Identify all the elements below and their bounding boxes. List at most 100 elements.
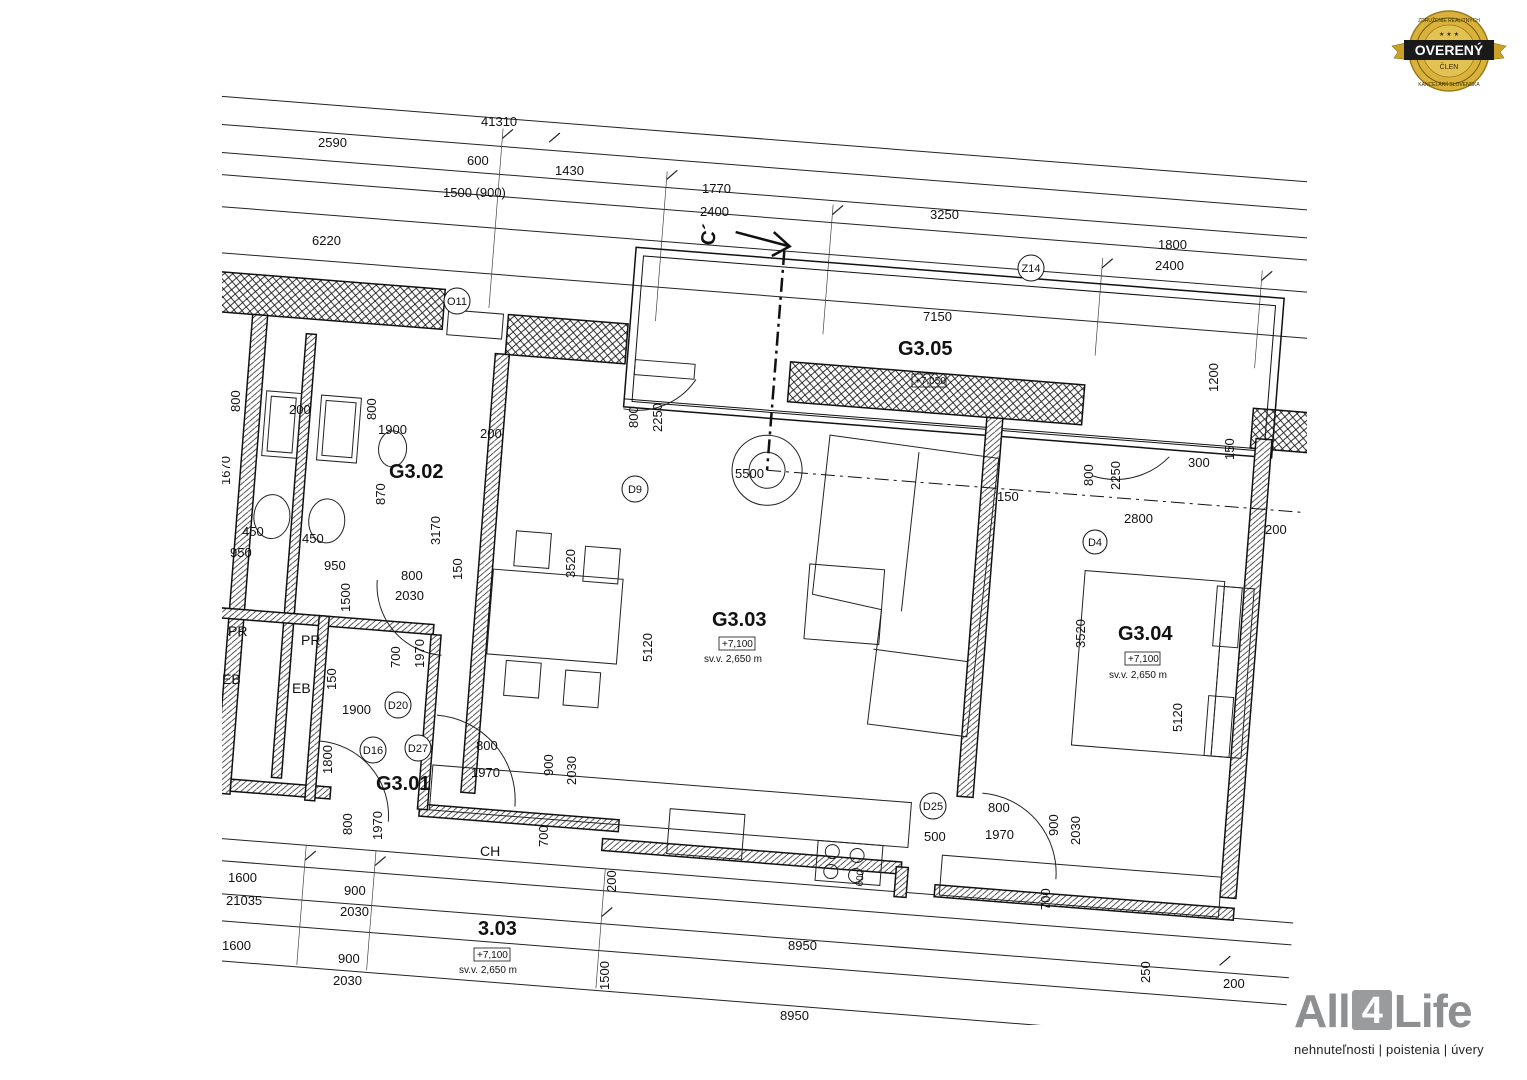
dim-2030c: 2030 xyxy=(333,973,362,988)
marker-d25: D25 xyxy=(923,801,943,813)
dim-6220: 6220 xyxy=(312,233,341,248)
dim-2250-v1: 2250 xyxy=(650,403,665,432)
dim-3170-v: 3170 xyxy=(428,516,443,545)
label-eb-1: EB xyxy=(222,671,241,687)
dim-700-v2: 700 xyxy=(536,825,551,847)
dim-41310: 41310 xyxy=(481,114,517,129)
room-g304-level: +7,100 xyxy=(1128,654,1159,665)
dim-150-v2: 150 xyxy=(450,558,465,580)
section-mark: C´ xyxy=(697,222,722,247)
room-g303: G3.03 xyxy=(712,609,766,631)
room-303-height: sv.v. 2,650 m xyxy=(459,965,517,976)
dim-200-v: 200 xyxy=(604,870,619,892)
dim-950a: 950 xyxy=(230,545,252,560)
room-g301: G3.01 xyxy=(376,773,430,795)
dim-3250: 3250 xyxy=(930,207,959,222)
dim-1800-v: 1800 xyxy=(320,745,335,774)
dim-800c: 800 xyxy=(476,738,498,753)
dim-1970b: 1970 xyxy=(985,827,1014,842)
badge-subtitle: ČLEN xyxy=(1440,62,1459,71)
dim-1500-v: 1500 xyxy=(338,583,353,612)
dim-1500-v2: 1500 xyxy=(597,961,612,990)
dim-2800: 2800 xyxy=(1124,511,1153,526)
room-g303-level: +7,100 xyxy=(722,639,753,650)
dim-3520-v1: 3520 xyxy=(563,549,578,578)
dim-450b: 450 xyxy=(302,531,324,546)
dim-1670-v: 1670 xyxy=(218,456,233,485)
dim-1430: 1430 xyxy=(555,163,584,178)
dim-1200-v: 1200 xyxy=(1206,363,1221,392)
dim-800-v1: 800 xyxy=(228,390,243,412)
dim-450a: 450 xyxy=(242,524,264,539)
dim-870-v: 870 xyxy=(373,483,388,505)
dim-2400b: 2400 xyxy=(1155,258,1184,273)
marker-d9: D9 xyxy=(628,484,642,496)
dim-5120-v2: 5120 xyxy=(1170,703,1185,732)
dim-150-v: 150 xyxy=(1222,438,1237,460)
badge-ring-bottom: KANCELÁRIÍ SLOVENSKA xyxy=(1418,81,1480,88)
dim-7150: 7150 xyxy=(923,309,952,324)
dim-200c: 200 xyxy=(289,402,311,417)
dim-900-v2: 900 xyxy=(1046,814,1061,836)
label-600: 600 xyxy=(855,869,867,887)
dim-8950b: 8950 xyxy=(780,1008,809,1023)
dim-950b: 950 xyxy=(324,558,346,573)
dim-800d: 800 xyxy=(988,800,1010,815)
room-g303-height: sv.v. 2,650 m xyxy=(704,654,762,665)
label-pr-1: PR xyxy=(228,623,247,639)
dim-2400a: 2400 xyxy=(700,204,729,219)
dim-8950a: 8950 xyxy=(788,938,817,953)
dim-1900b: 1900 xyxy=(342,702,371,717)
certified-member-badge: OVERENÝ ČLEN ZDRUŽENIE REALITNÝCH KANCEL… xyxy=(1388,8,1510,94)
dim-2030a: 2030 xyxy=(395,588,424,603)
dim-200a: 200 xyxy=(1265,522,1287,537)
dim-5120-v1: 5120 xyxy=(640,633,655,662)
dim-2590: 2590 xyxy=(318,135,347,150)
dim-200d: 200 xyxy=(1223,976,1245,991)
marker-d27: D27 xyxy=(408,743,428,755)
dim-1900a: 1900 xyxy=(378,422,407,437)
dim-500: 500 xyxy=(924,829,946,844)
dim-700-v1: 700 xyxy=(388,646,403,668)
dim-800b: 800 xyxy=(401,568,423,583)
dim-1970-v2: 1970 xyxy=(370,811,385,840)
dim-800-v5: 800 xyxy=(340,813,355,835)
dim-900a: 900 xyxy=(344,883,366,898)
dim-1600b: 1600 xyxy=(222,938,251,953)
dim-700-v3: 700 xyxy=(1038,888,1053,910)
marker-z14: Z14 xyxy=(1022,263,1041,275)
dim-800-v2: 800 xyxy=(626,406,641,428)
dim-900-v1: 900 xyxy=(541,754,556,776)
dim-1970-v1: 1970 xyxy=(412,639,427,668)
dim-800-v3: 800 xyxy=(1081,464,1096,486)
badge-ring-top: ZDRUŽENIE REALITNÝCH xyxy=(1418,16,1480,24)
marker-d20: D20 xyxy=(388,700,408,712)
dim-150a: 150 xyxy=(997,489,1019,504)
plan-drawing: O11 Z14 D9 D4 D20 D16 D27 D25 G3.05 +7,0… xyxy=(218,95,1307,1025)
marker-o11: O11 xyxy=(447,296,467,308)
dim-1600a: 1600 xyxy=(228,870,257,885)
dim-1770: 1770 xyxy=(702,181,731,196)
dim-600: 600 xyxy=(467,153,489,168)
room-g305: G3.05 xyxy=(898,338,952,360)
logo-text-after: Life xyxy=(1393,985,1473,1037)
dim-1970a: 1970 xyxy=(471,765,500,780)
dim-2030-v1: 2030 xyxy=(564,756,579,785)
room-g304-height: sv.v. 2,650 m xyxy=(1109,670,1167,681)
dim-3520-v2: 3520 xyxy=(1073,619,1088,648)
room-g302: G3.02 xyxy=(389,461,443,483)
room-303: 3.03 xyxy=(478,918,517,940)
star-icon: ★ ★ ★ xyxy=(1439,31,1459,38)
logo-mark: 4 xyxy=(1351,990,1392,1032)
dim-800-v4: 800 xyxy=(364,398,379,420)
dim-250-v: 250 xyxy=(1138,961,1153,983)
label-ch: CH xyxy=(480,843,500,859)
label-pr-2: PR xyxy=(301,632,320,648)
marker-d4: D4 xyxy=(1088,537,1102,549)
room-g305-level: +7,050 xyxy=(915,376,946,387)
room-g304: G3.04 xyxy=(1118,623,1173,645)
dim-2250-v2: 2250 xyxy=(1108,461,1123,490)
logo-text-before: All xyxy=(1294,985,1351,1037)
